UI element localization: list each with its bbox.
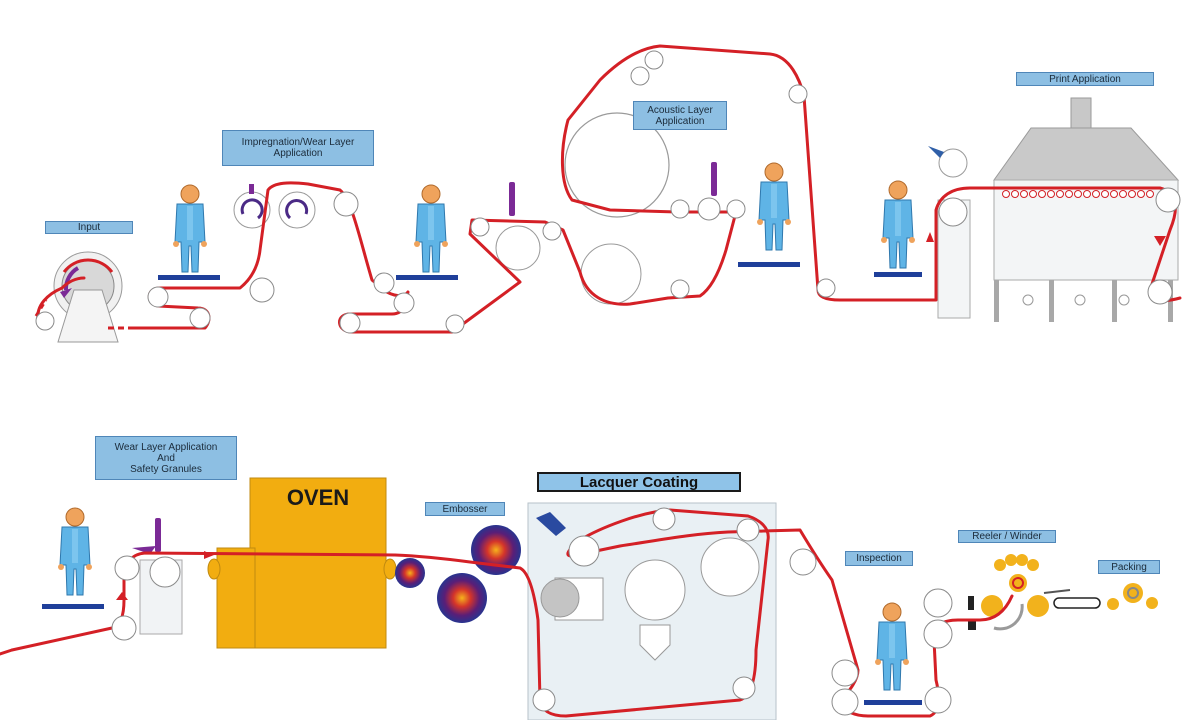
label-embosser-text: Embosser bbox=[442, 503, 488, 515]
label-print-text: Print Application bbox=[1049, 73, 1121, 85]
direction-arrow-icon bbox=[926, 232, 934, 242]
print-roll bbox=[938, 148, 968, 178]
label-input: Input bbox=[45, 221, 133, 234]
label-impregnation-line1: Impregnation/Wear Layer bbox=[241, 137, 355, 148]
label-acoustic-line1: Acoustic Layer bbox=[647, 104, 713, 116]
guide-rollers-bottom bbox=[111, 507, 953, 716]
embosser-rolls bbox=[395, 525, 521, 623]
label-wear: Wear Layer Application And Safety Granul… bbox=[95, 436, 237, 480]
input-unwind-stand bbox=[53, 251, 123, 343]
label-lacquer: Lacquer Coating bbox=[537, 472, 741, 492]
label-wear-line1: Wear Layer Application bbox=[114, 441, 218, 453]
label-embosser: Embosser bbox=[425, 502, 505, 516]
label-impregnation: Impregnation/Wear Layer Application bbox=[222, 130, 374, 166]
label-inspection: Inspection bbox=[845, 551, 913, 566]
applicator-icon bbox=[509, 182, 515, 216]
oven bbox=[207, 477, 397, 649]
direction-arrow-icon bbox=[204, 551, 214, 559]
direction-arrow-icon bbox=[116, 592, 128, 600]
applicator-icon bbox=[711, 162, 717, 196]
reeler-winder bbox=[968, 554, 1101, 631]
label-acoustic: Acoustic Layer Application bbox=[633, 101, 727, 130]
print-nozzle-icon bbox=[928, 146, 944, 158]
label-lacquer-text: Lacquer Coating bbox=[579, 473, 699, 491]
direction-arrow-icon bbox=[1154, 236, 1166, 246]
operator-icon bbox=[42, 507, 104, 609]
guide-rollers-top bbox=[35, 50, 1181, 334]
label-oven: OVEN bbox=[286, 485, 350, 510]
label-inspection-text: Inspection bbox=[856, 553, 902, 564]
label-impregnation-line2: Application bbox=[273, 148, 323, 159]
coating-roll bbox=[495, 225, 541, 271]
label-packing: Packing bbox=[1098, 560, 1160, 574]
label-reeler: Reeler / Winder bbox=[958, 530, 1056, 543]
impregnation-applicators bbox=[233, 184, 316, 229]
operator-icon bbox=[396, 184, 458, 280]
label-input-text: Input bbox=[77, 222, 101, 233]
label-wear-line2: And bbox=[157, 452, 175, 464]
applicator-icon bbox=[155, 518, 161, 552]
label-print: Print Application bbox=[1016, 72, 1154, 86]
label-reeler-text: Reeler / Winder bbox=[972, 531, 1042, 542]
operator-icon bbox=[864, 602, 922, 705]
packing bbox=[1107, 583, 1158, 610]
label-wear-line3: Safety Granules bbox=[130, 463, 202, 475]
acoustic-lower-roll bbox=[580, 243, 642, 305]
operator-icon bbox=[738, 162, 800, 267]
operator-icon bbox=[874, 180, 922, 277]
print-small-rolls bbox=[1002, 190, 1154, 198]
label-packing-text: Packing bbox=[1111, 561, 1147, 573]
label-acoustic-line2: Application bbox=[655, 115, 705, 127]
acoustic-large-roll bbox=[564, 112, 670, 218]
operator-icon bbox=[158, 184, 220, 280]
